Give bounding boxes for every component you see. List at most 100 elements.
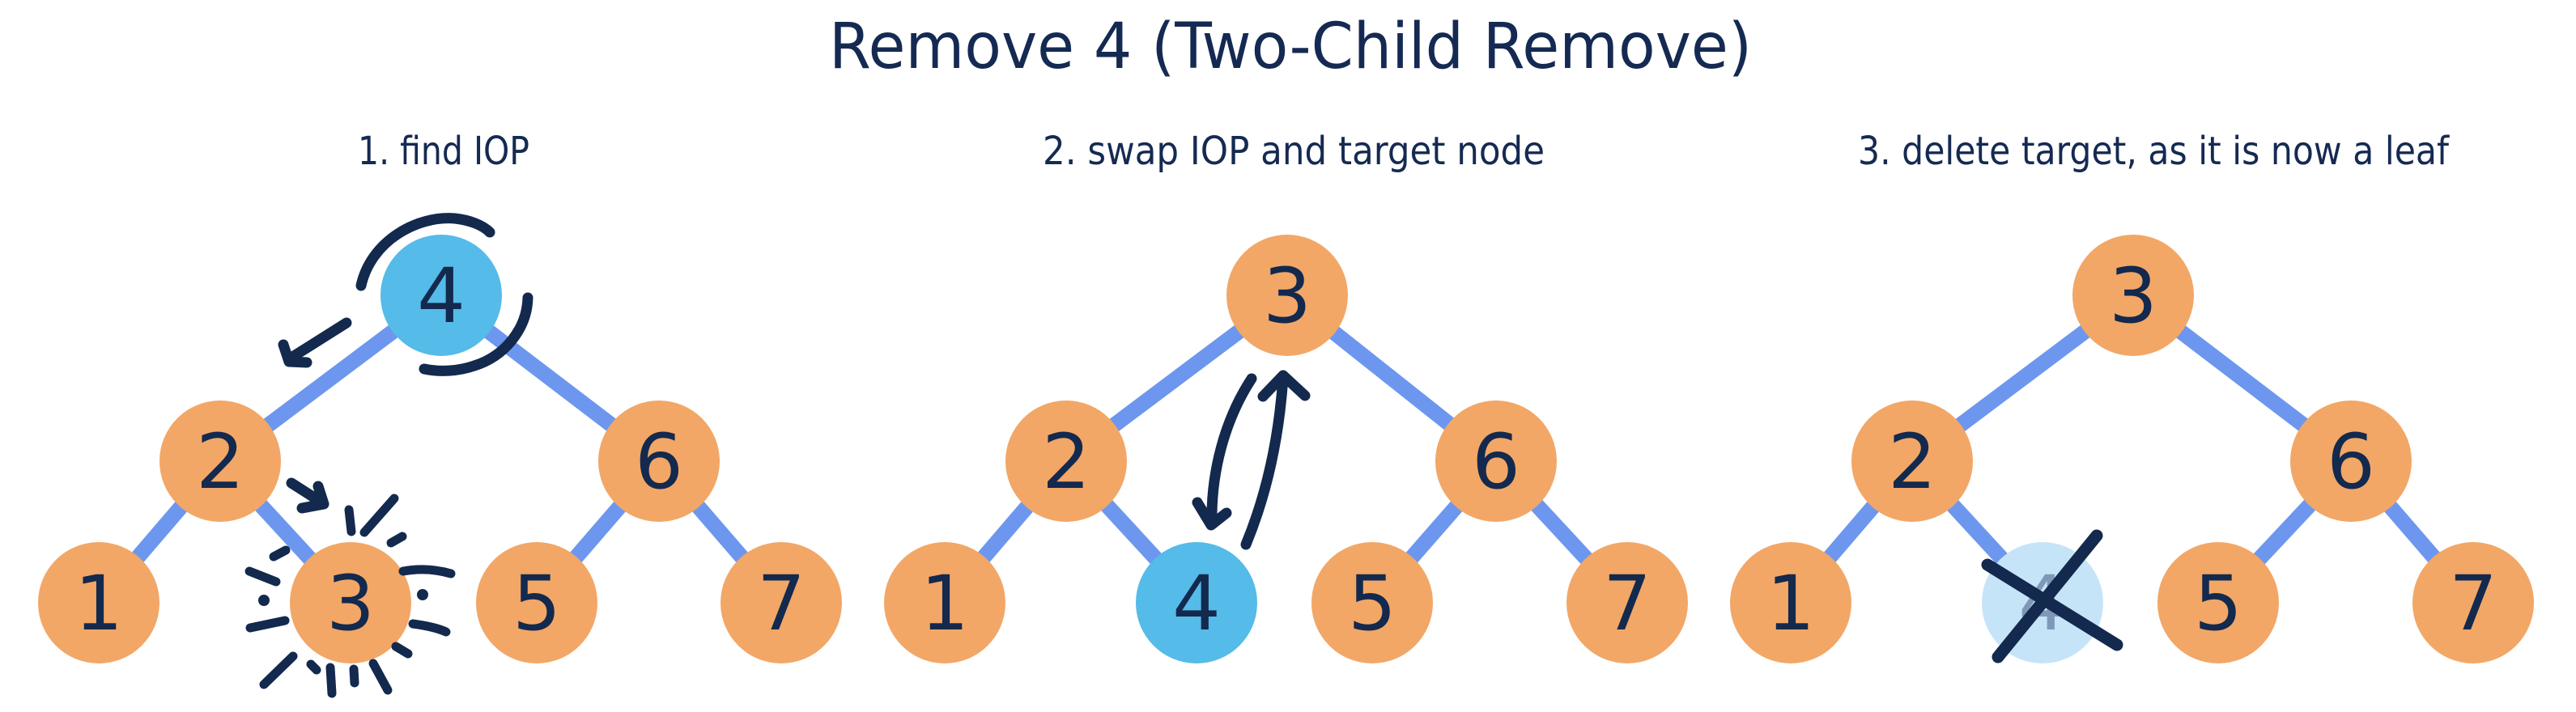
tree-node-circle [1851, 400, 1973, 522]
tree-node-circle [1226, 235, 1348, 356]
tree-node-5: 5 [1311, 542, 1433, 663]
tree-node-7: 7 [1566, 542, 1688, 663]
tree-node-2: 2 [1851, 400, 1973, 522]
starburst-ray [386, 532, 407, 548]
arrow-shaft [286, 477, 326, 507]
tree-node-label: 1 [74, 560, 123, 648]
tree-node-circle [1730, 542, 1851, 663]
tree-node-label: 4 [1172, 560, 1221, 648]
tree-node-1: 1 [884, 542, 1005, 663]
tree-node-circle [1311, 542, 1433, 663]
tree-node-label: 5 [1348, 560, 1396, 648]
starburst-ray [244, 566, 281, 587]
tree-node-3-iop: 3 [290, 542, 411, 663]
tree-node-4-deleted: 4 [1981, 529, 2123, 663]
swap-arrow-down-head [1192, 497, 1232, 531]
tree-node-circle [2157, 542, 2279, 663]
panel-delete-target-leaf: 3. delete target, as it is now a leaf 3 … [1730, 129, 2534, 663]
starburst-ray [368, 659, 393, 695]
tree-node-6: 6 [2290, 400, 2412, 522]
tree-node-circle [884, 542, 1005, 663]
tree-node-3-root: 3 [2072, 235, 2194, 356]
tree-node-circle [290, 542, 411, 663]
tree-node-label: 7 [2449, 560, 2497, 648]
swap-arrow-up-shaft [1240, 371, 1289, 550]
tree-node-circle [598, 400, 720, 522]
tree-node-circle [380, 235, 502, 356]
starburst-dot [258, 595, 270, 606]
tree-node-label: 3 [2109, 252, 2157, 341]
tree-node-4-swapped: 4 [1136, 542, 1257, 663]
panel-find-iop: 1. find IOP 4 2 6 1 3 [38, 129, 842, 698]
tree-node-label: 1 [920, 560, 969, 648]
swap-arrow-up-head [1257, 370, 1311, 402]
tree-node-label: 5 [2194, 560, 2242, 648]
tree-node-circle [1435, 400, 1557, 522]
panel-caption: 3. delete target, as it is now a leaf [1858, 129, 2450, 174]
starburst-ray [391, 642, 413, 659]
swap-arrow-down-shaft [1206, 373, 1257, 528]
arrow-shaft [288, 317, 352, 362]
tree-node-label: 3 [1263, 252, 1311, 341]
starburst-ray [269, 545, 291, 562]
tree-node-circle [1005, 400, 1127, 522]
tree-node-label: 2 [1888, 418, 1936, 506]
tree-node-circle [2290, 400, 2412, 522]
tree-node-label: 2 [1042, 418, 1090, 506]
arrow-head [296, 481, 329, 514]
tree-node-label: 1 [1766, 560, 1815, 648]
hand-drawn-arc-top-left [355, 213, 495, 291]
tree-node-circle [159, 400, 281, 522]
tree-node-2: 2 [159, 400, 281, 522]
starburst-ray [408, 619, 451, 637]
tree-node-circle [2072, 235, 2194, 356]
tree-node-2: 2 [1005, 400, 1127, 522]
panel-caption: 2. swap IOP and target node [1043, 129, 1545, 174]
tree-node-label: 5 [512, 560, 561, 648]
tree-node-6: 6 [598, 400, 720, 522]
arrow-toward-iop [286, 477, 329, 514]
tree-node-label: 7 [1603, 560, 1651, 648]
tree-node-5: 5 [476, 542, 597, 663]
tree-node-circle [721, 542, 842, 663]
tree-node-7: 7 [721, 542, 842, 663]
swap-arrows [1192, 370, 1311, 550]
starburst-ray [398, 565, 456, 578]
circle-annotation-around-node-4 [355, 213, 533, 376]
panel-swap-iop-and-target: 2. swap IOP and target node 3 2 6 1 [884, 129, 1688, 663]
tree-node-7: 7 [2412, 542, 2534, 663]
tree-node-circle [1566, 542, 1688, 663]
starburst-ray [359, 494, 399, 537]
diagram-title: Remove 4 (Two-Child Remove) [829, 11, 1752, 83]
tree-node-label: 6 [2327, 418, 2375, 506]
tree-node-3-root: 3 [1226, 235, 1348, 356]
tree-node-1: 1 [38, 542, 159, 663]
tree-node-circle [1136, 542, 1257, 663]
starburst-ray [344, 505, 356, 536]
tree-node-circle [476, 542, 597, 663]
tree-node-1: 1 [1730, 542, 1851, 663]
tree-node-label: 4 [417, 252, 465, 341]
tree-node-label: 2 [196, 418, 244, 506]
starburst-ray [245, 616, 290, 633]
starburst-emphasis-on-iop [244, 494, 456, 698]
tree-node-4-root: 4 [380, 235, 502, 356]
tree-node-label: 6 [635, 418, 683, 506]
hand-drawn-arc-bottom-right [419, 292, 533, 376]
x-cross-annotation [1981, 529, 2123, 663]
arrow-head [278, 339, 312, 368]
starburst-ray [325, 663, 337, 698]
starburst-dot [417, 589, 428, 600]
tree-node-circle [2412, 542, 2534, 663]
tree-node-label: 3 [326, 560, 375, 648]
starburst-ray [306, 659, 321, 675]
tree-node-6: 6 [1435, 400, 1557, 522]
x-cross-stroke [1992, 529, 2103, 663]
tree-node-label: 6 [1472, 418, 1520, 506]
arrow-root-to-left-subtree [278, 317, 352, 368]
starburst-ray [259, 651, 298, 689]
panel-caption: 1. find IOP [358, 129, 529, 174]
tree-node-5: 5 [2157, 542, 2279, 663]
tree-node-circle [38, 542, 159, 663]
